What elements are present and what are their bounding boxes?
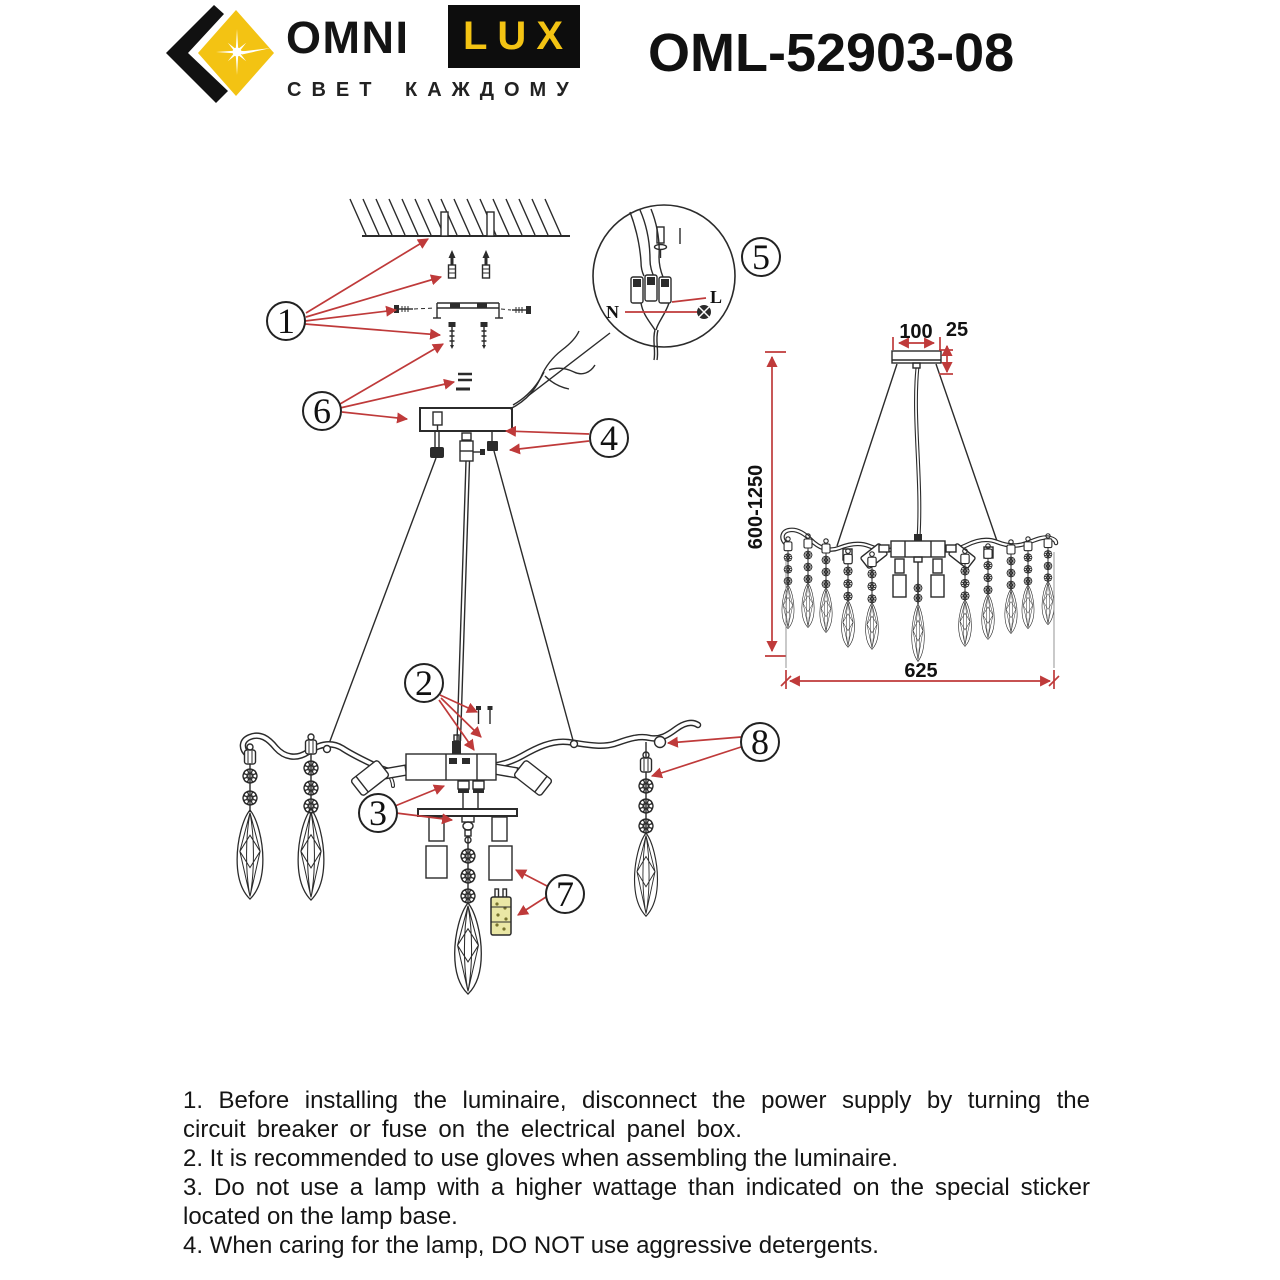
svg-text:6: 6 — [313, 391, 331, 431]
svg-text:3: 3 — [369, 793, 387, 833]
wire-label-l: L — [710, 287, 722, 307]
svg-text:7: 7 — [556, 874, 574, 914]
dimension-lines: 100 25 600-1250 625 — [745, 319, 1060, 689]
instruction-3: 3. Do not use a lamp with a higher watta… — [183, 1174, 1090, 1230]
set-screws — [456, 372, 472, 391]
callouts: 1 6 4 5 2 3 7 8 — [266, 237, 781, 914]
dim-canopy-width: 100 — [899, 321, 932, 343]
callout-arrows — [304, 238, 742, 916]
wall-anchors — [447, 250, 491, 279]
callout-2: 2 — [404, 663, 444, 703]
dim-canopy-drop: 25 — [946, 319, 968, 341]
dim-fixture-width: 625 — [904, 660, 937, 682]
brand-logo-icon — [166, 5, 274, 103]
halogen-bulb — [490, 888, 512, 936]
brand-tagline: СВЕТ КАЖДОМУ — [287, 79, 579, 101]
instructions-block: 1. Before installing the luminaire, disc… — [183, 1086, 1090, 1260]
brand-lux: LUX — [448, 5, 580, 68]
instruction-2: 2. It is recommended to use gloves when … — [183, 1145, 899, 1172]
suspension-cables — [326, 450, 575, 750]
svg-text:4: 4 — [600, 418, 618, 458]
svg-text:8: 8 — [751, 722, 769, 762]
svg-text:2: 2 — [415, 663, 433, 703]
brand-omni: OMNI — [286, 12, 410, 63]
callout-3: 3 — [358, 793, 398, 833]
suspension-hardware — [430, 431, 498, 462]
callout-8: 8 — [740, 722, 780, 762]
crystal-strings-main — [236, 733, 659, 917]
dim-height-range: 600-1250 — [745, 465, 767, 550]
dimension-drawing — [780, 350, 1059, 662]
instruction-1: 1. Before installing the luminaire, disc… — [183, 1087, 1090, 1143]
svg-text:5: 5 — [752, 237, 770, 277]
central-assembly — [350, 706, 553, 809]
lamp-plate-assembly — [417, 808, 518, 995]
wire-label-n: N — [606, 302, 619, 322]
callout-4: 4 — [589, 418, 629, 458]
svg-text:1: 1 — [277, 301, 295, 341]
callout-7: 7 — [545, 874, 585, 914]
instruction-4: 4. When caring for the lamp, DO NOT use … — [183, 1232, 879, 1259]
ceiling — [349, 198, 570, 237]
wiring-detail-bubble: N L — [527, 204, 736, 397]
mounting-bracket — [433, 302, 503, 319]
bracket-screws — [394, 305, 531, 349]
callout-1: 1 — [266, 301, 306, 341]
ceiling-canopy — [419, 330, 596, 432]
callout-6: 6 — [302, 391, 342, 431]
model-number: OML-52903-08 — [648, 23, 1015, 83]
callout-5: 5 — [741, 237, 781, 277]
